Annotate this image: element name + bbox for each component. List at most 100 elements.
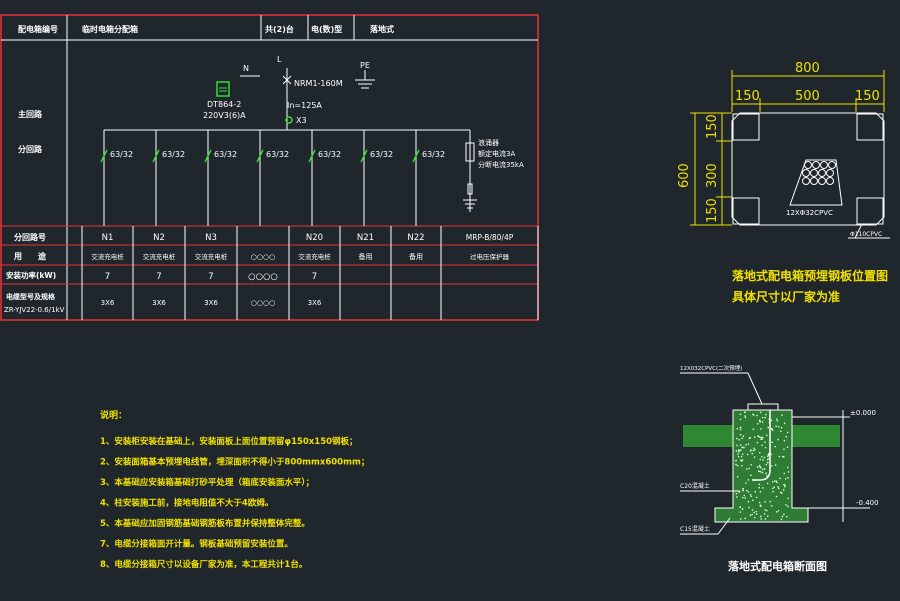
dim-mid-height: 300 [705, 163, 720, 188]
conduit-circle [818, 177, 826, 185]
concrete-aggregate [750, 463, 752, 466]
concrete-aggregate [777, 486, 779, 488]
concrete-aggregate [777, 438, 779, 441]
circuit-power: ○○○○ [248, 272, 278, 282]
concrete-aggregate [786, 446, 789, 448]
dim-bottom-height: 150 [705, 198, 720, 223]
concrete-aggregate [779, 491, 782, 494]
concrete-aggregate [786, 431, 789, 434]
concrete-aggregate [787, 476, 789, 479]
concrete-aggregate [758, 501, 761, 504]
ground-left [683, 425, 733, 447]
note-item: 7、电缆分接箱面开计量。钢板基础预留安装位置。 [100, 539, 293, 550]
concrete-aggregate [787, 471, 790, 473]
concrete-aggregate [770, 465, 773, 467]
concrete-aggregate [759, 436, 761, 438]
concrete-aggregate [773, 486, 775, 489]
concrete-aggregate [745, 482, 747, 484]
dim-right-width: 150 [855, 89, 880, 104]
concrete-aggregate [761, 421, 764, 423]
plate-caption-1: 落地式配电箱预埋钢板位置图 [732, 268, 888, 283]
concrete-aggregate [758, 451, 761, 454]
circuit-power: 7 [312, 272, 317, 282]
conduit-circle [810, 177, 818, 185]
concrete-aggregate [756, 422, 759, 425]
concrete-aggregate [782, 455, 784, 458]
concrete-aggregate [750, 495, 753, 498]
concrete-aggregate [742, 435, 745, 437]
concrete-aggregate [738, 491, 741, 493]
conduit-circle [826, 169, 834, 177]
concrete-aggregate [775, 425, 777, 428]
branch-breaker-icon [360, 149, 368, 163]
concrete-aggregate [739, 428, 742, 431]
header-quantity: 共(2)台 [265, 24, 294, 34]
concrete-aggregate [737, 455, 740, 458]
note-item: 1、安装柜安装在基础上，安装面板上面位置预留φ150x150钢板； [100, 436, 358, 447]
plate-plan [690, 70, 885, 226]
corner-plate [732, 113, 760, 141]
main-breaker-model: NRM1-160M [294, 79, 343, 88]
x3-terminal-icon [285, 116, 293, 124]
conduit-circle [802, 169, 810, 177]
note-item: 8、电缆分接箱尺寸以设备厂家为准，本工程共计1台。 [100, 559, 307, 570]
dim-total-height: 600 [677, 163, 692, 188]
conduit-circle [820, 161, 828, 169]
section-label-c20: C20混凝土 [680, 482, 710, 490]
concrete-aggregate [787, 497, 789, 500]
concrete-aggregate [783, 448, 785, 451]
concrete-aggregate [753, 447, 755, 450]
concrete-aggregate [740, 518, 742, 520]
concrete-aggregate [758, 486, 760, 489]
branch-breaker-icon [100, 149, 108, 163]
circuit-number: MRP-B/80/4P [466, 233, 514, 242]
dim-top-height: 150 [705, 114, 720, 139]
section-level-bottom: -0.400 [856, 499, 879, 507]
branch-breaker-rating: 63/32 [214, 150, 237, 159]
concrete-aggregate [758, 419, 761, 421]
conduit-label: 12XΦ32CPVC [786, 209, 833, 217]
note-item: 2、安装面箱基本预埋电线管，埋深面积不得小于800mmx600mm； [100, 457, 369, 468]
circuit-number: N3 [205, 233, 217, 243]
header-box-type: 临时电箱分配箱 [82, 24, 138, 34]
concrete-aggregate [759, 490, 762, 493]
concrete-aggregate [759, 470, 761, 473]
concrete-aggregate [753, 436, 756, 438]
concrete-aggregate [761, 416, 764, 419]
conduit-circle [812, 161, 820, 169]
concrete-aggregate [766, 474, 768, 477]
concrete-aggregate [774, 445, 776, 448]
row-label-main: 主回路 [18, 109, 43, 119]
conduit-circle [818, 169, 826, 177]
cable-conduit [752, 410, 771, 481]
concrete-aggregate [741, 446, 743, 449]
circuit-number: N20 [306, 233, 323, 243]
section-label-c15: C15混凝土 [680, 525, 710, 533]
concrete-aggregate [739, 511, 742, 513]
concrete-aggregate [759, 411, 762, 414]
spd-label-3: 分断电流35kA [478, 160, 524, 169]
concrete-aggregate [777, 425, 780, 428]
row-label-cable: 电缆型号及规格 [6, 292, 56, 301]
concrete-aggregate [744, 411, 746, 414]
branch-breaker-rating: 63/32 [370, 150, 393, 159]
concrete-aggregate [771, 429, 774, 432]
concrete-aggregate [767, 426, 769, 429]
conduit-circle [828, 161, 836, 169]
concrete-aggregate [735, 437, 738, 440]
leader-line [717, 517, 731, 535]
concrete-aggregate [764, 416, 766, 419]
circuit-cable: 3X6 [152, 299, 166, 307]
concrete-aggregate [775, 480, 778, 482]
concrete-aggregate [770, 427, 773, 430]
concrete-aggregate [787, 505, 789, 508]
concrete-aggregate [760, 504, 762, 507]
concrete-aggregate [742, 489, 745, 491]
notes-title: 说明： [100, 409, 127, 421]
concrete-aggregate [759, 458, 762, 461]
concrete-aggregate [751, 513, 753, 516]
circuit-usage: 备用 [409, 252, 423, 261]
concrete-aggregate [772, 487, 774, 490]
concrete-aggregate [767, 453, 770, 456]
